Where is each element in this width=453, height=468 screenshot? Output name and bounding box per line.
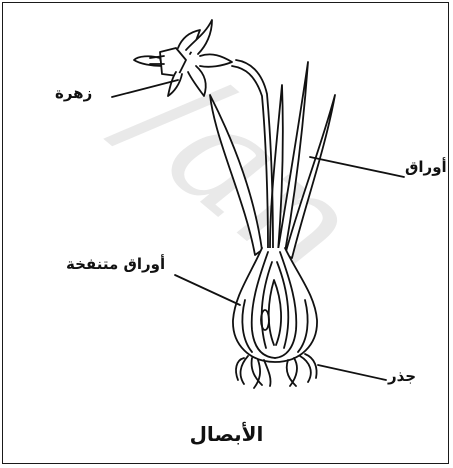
- label-swollen-leaves: أوراق متنفخة: [66, 255, 165, 273]
- label-leaves: أوراق: [405, 158, 447, 176]
- leader-root: [318, 365, 386, 380]
- label-root: جذر: [388, 367, 416, 385]
- diagram-caption: الأبصال: [0, 422, 453, 446]
- label-flower: زهرة: [55, 84, 92, 102]
- leader-swollen: [175, 275, 240, 305]
- narcissus-flower: [134, 20, 232, 96]
- bulb: [233, 248, 317, 362]
- leader-leaves: [310, 157, 404, 177]
